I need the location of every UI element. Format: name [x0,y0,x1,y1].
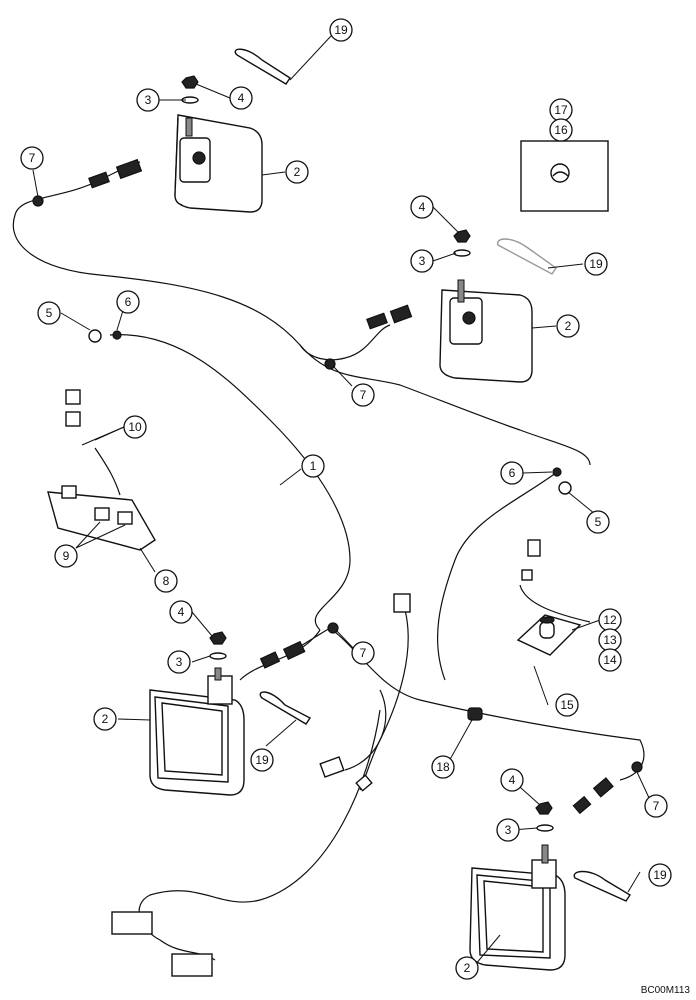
svg-text:18: 18 [436,760,450,774]
svg-text:7: 7 [360,646,367,660]
svg-text:1: 1 [310,459,317,473]
callout-7-lower-left: 7 [351,641,375,665]
callout-3-lower-right: 3 [496,818,520,842]
callout-12: 12 [598,608,622,632]
svg-text:16: 16 [554,123,568,137]
callout-2-top: 2 [285,160,309,184]
callout-4-top: 4 [229,86,253,110]
callout-7-mid: 7 [351,383,375,407]
callout-3-lower-left: 3 [167,650,191,674]
callout-2-lower-right: 2 [455,956,479,980]
svg-text:10: 10 [128,420,142,434]
callout-19-lower-left: 19 [250,748,274,772]
switch-panel [47,447,156,551]
rocker-switch [516,614,582,656]
callout-14: 14 [598,648,622,672]
svg-text:19: 19 [255,753,269,767]
callout-7-lower-right: 7 [644,794,668,818]
svg-text:5: 5 [595,515,602,529]
svg-text:4: 4 [419,200,426,214]
svg-text:19: 19 [653,868,667,882]
svg-text:6: 6 [509,466,516,480]
leader-lines [32,35,651,966]
detail-box [520,140,609,212]
svg-text:4: 4 [509,773,516,787]
svg-text:7: 7 [653,799,660,813]
callout-4-right: 4 [410,195,434,219]
harness-wires [12,161,645,961]
svg-text:2: 2 [102,712,109,726]
svg-text:4: 4 [178,605,185,619]
svg-text:3: 3 [176,655,183,669]
svg-text:14: 14 [603,653,617,667]
callout-3-top: 3 [136,88,160,112]
figure-code: BC00M113 [641,985,691,996]
svg-text:13: 13 [603,633,617,647]
svg-text:6: 6 [125,295,132,309]
callout-5-left: 5 [37,301,61,325]
callout-15: 15 [555,693,579,717]
connectors [65,158,614,977]
tie-straps [234,48,631,902]
callout-10: 10 [123,415,147,439]
svg-text:19: 19 [334,23,348,37]
callout-8: 8 [154,569,178,593]
svg-text:4: 4 [238,91,245,105]
work-lamp-top [174,114,263,213]
callout-2-right: 2 [556,314,580,338]
callout-6-right: 6 [500,461,524,485]
callout-19-right: 19 [584,252,608,276]
svg-text:7: 7 [29,151,36,165]
svg-text:3: 3 [505,823,512,837]
callout-18: 18 [431,755,455,779]
hardware [32,75,643,832]
callout-4-lower-left: 4 [169,600,193,624]
svg-text:9: 9 [63,549,70,563]
callout-17: 17 [549,98,573,122]
callout-13: 13 [598,628,622,652]
callout-6-left: 6 [116,290,140,314]
callout-5-right: 5 [586,510,610,534]
svg-text:17: 17 [554,103,568,117]
callout-3-right: 3 [410,249,434,273]
callout-19-lower-right: 19 [648,863,672,887]
svg-text:2: 2 [464,961,471,975]
callout-2-lower-left: 2 [93,707,117,731]
callout-16: 16 [549,118,573,142]
svg-text:3: 3 [419,254,426,268]
callout-1: 1 [301,454,325,478]
svg-text:8: 8 [163,574,170,588]
work-lamp-lower-right [469,844,566,971]
svg-text:5: 5 [46,306,53,320]
svg-text:15: 15 [560,698,574,712]
callout-4-lower-right: 4 [500,768,524,792]
callout-9: 9 [54,544,78,568]
svg-text:3: 3 [145,93,152,107]
work-lamp-lower-left [149,667,245,796]
svg-text:7: 7 [360,388,367,402]
svg-text:12: 12 [603,613,617,627]
callout-7-top: 7 [20,146,44,170]
callout-19-top: 19 [329,18,353,42]
svg-text:2: 2 [565,319,572,333]
work-lamp-right [439,279,533,383]
svg-text:2: 2 [294,165,301,179]
svg-text:19: 19 [589,257,603,271]
